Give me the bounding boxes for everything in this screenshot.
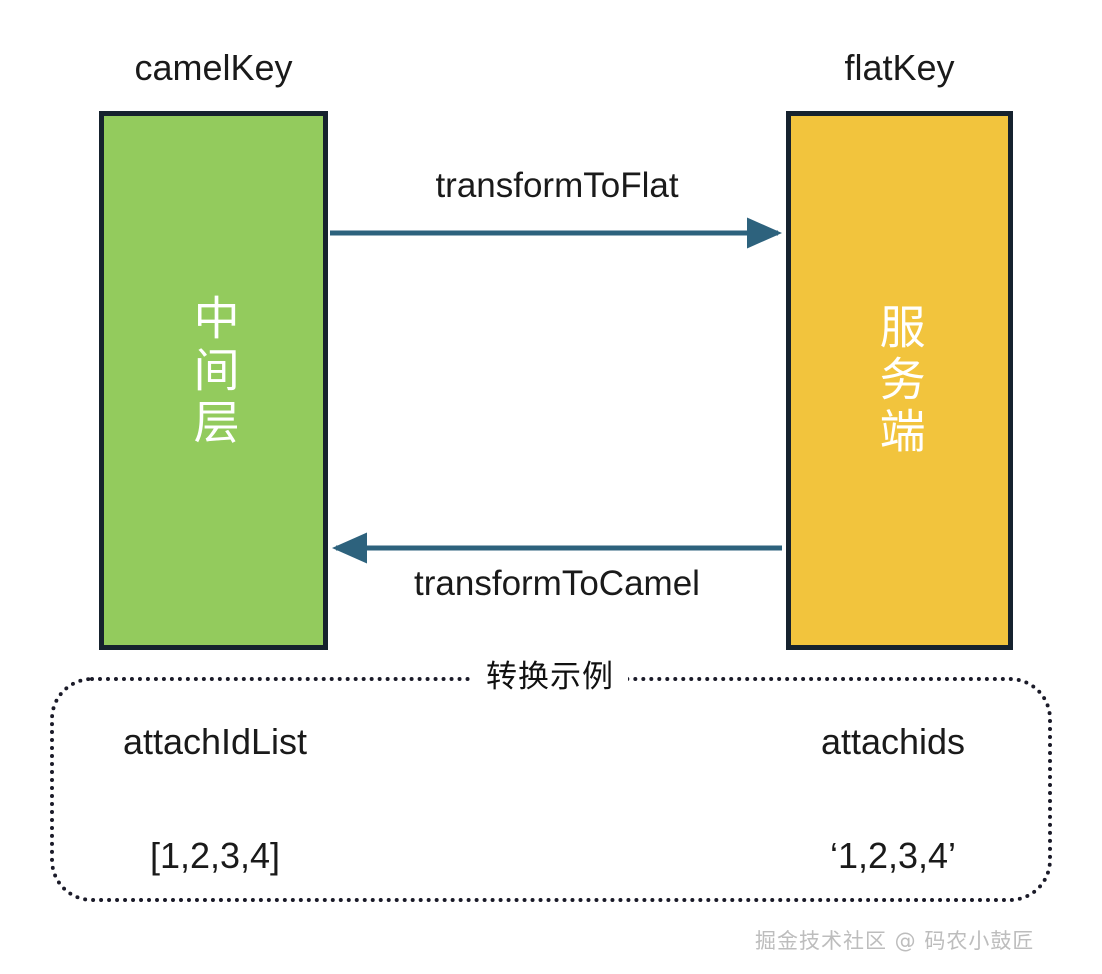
example-flat-value: ‘1,2,3,4’ [829,835,957,876]
watermark: 掘金技术社区 @ 码农小鼓匠 [755,929,1035,953]
example-camel-value: [1,2,3,4] [149,835,281,876]
server-box: 服务端 [786,111,1013,650]
middle-layer-box: 中间层 [99,111,328,650]
middle-layer-label: 中间层 [186,293,241,450]
example-flat-key: attachids [820,721,966,762]
arrow-label-transform-to-flat: transformToFlat [435,166,679,205]
arrow-label-transform-to-camel: transformToCamel [414,564,700,603]
server-label: 服务端 [872,302,927,459]
example-camel-key: attachIdList [122,721,308,762]
flat-key-title: flatKey [844,47,955,88]
camel-key-title: camelKey [134,47,293,88]
example-title: 转换示例 [472,657,628,697]
